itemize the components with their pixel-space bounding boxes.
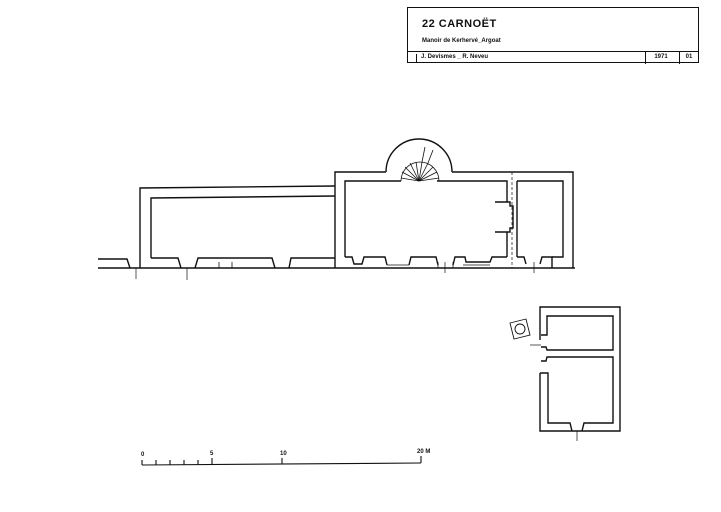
door-step [437, 262, 454, 269]
front-wall-segment [288, 257, 335, 269]
scale-label-10: 10 [280, 451, 287, 457]
title-block-footer: J. Devismes _ R. Neveu 1971 01 [408, 51, 698, 64]
left-wing-outer-wall [139, 185, 336, 268]
scale-label-20: 20 M [417, 449, 431, 455]
hall-inner-wall [437, 180, 508, 202]
scale-label-5: 5 [210, 451, 214, 457]
plan-title: 22 CARNOËT [422, 18, 497, 30]
well-icon [509, 318, 531, 340]
title-block: 22 CARNOËT Manoir de Kerhervé_Argoat J. … [407, 7, 699, 64]
outbuilding-room-1 [541, 315, 614, 351]
scale-label-0: 0 [141, 452, 145, 458]
front-wall-segment [408, 256, 439, 266]
hall-inner-wall [344, 180, 401, 257]
scale-bar [141, 456, 422, 466]
outbuilding-room-2 [541, 356, 614, 432]
outbuilding-plan [509, 306, 621, 441]
stair-tower [385, 138, 453, 173]
wall-stub [98, 258, 131, 269]
outbuilding-outer-wall [539, 306, 621, 432]
right-room-inner-wall [517, 180, 564, 258]
entry-markers [135, 262, 535, 280]
left-wing-front-wall [151, 257, 182, 269]
front-wall-segment [345, 256, 388, 266]
main-block-outer-wall [334, 171, 386, 268]
main-block-outer-wall [452, 171, 574, 268]
main-building-plan [98, 138, 575, 280]
sheet-number: 01 [679, 52, 698, 64]
front-wall-segment [452, 256, 507, 266]
year: 1971 [645, 52, 676, 64]
front-wall-segment [517, 256, 527, 265]
spiral-staircase [400, 146, 440, 182]
authors: J. Devismes _ R. Neveu [416, 54, 488, 63]
front-wall-segment [194, 257, 276, 269]
plan-subtitle: Manoir de Kerhervé_Argoat [422, 38, 501, 44]
fireplace [495, 201, 514, 233]
left-wing-inner-wall [150, 195, 336, 258]
front-wall-segment [539, 256, 553, 268]
outbuilding-room-2 [540, 372, 573, 432]
